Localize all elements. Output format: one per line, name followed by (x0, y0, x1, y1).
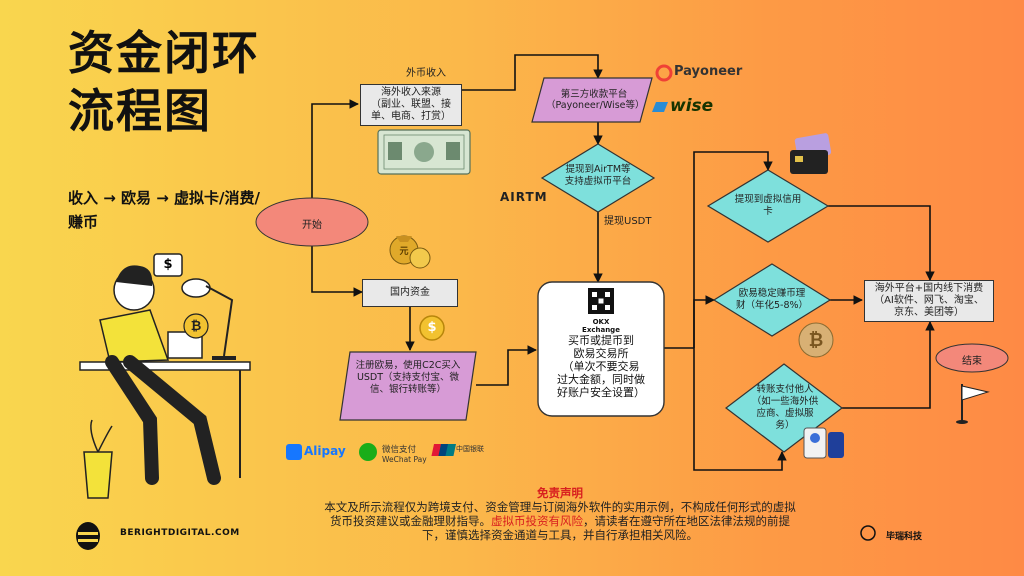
wechat-pay-icon (359, 443, 377, 461)
coin-yuan-glyph: 元 (399, 247, 409, 257)
disclaimer-line-2: 货币投资建议或金融理财指导。虚拟币投资有风险，请读者在遵守所在地区法律法规的前提 (280, 514, 840, 528)
wise-label: wise (670, 96, 714, 116)
withdraw-usdt-label: 提现USDT (604, 216, 652, 227)
disclaimer-line-3: 下，谨慎选择资金通道与工具，并自行承担相关风险。 (422, 528, 698, 542)
edge-to-transfer (693, 348, 787, 471)
unionpay-icon (431, 444, 456, 456)
disclaimer-heading: 免责声明 (537, 486, 583, 500)
transfer-people-icon (803, 427, 844, 459)
edge-start-income (311, 99, 359, 210)
bitcoin-coin-icon (798, 322, 834, 358)
subtitle: 收入 → 欧易 → 虚拟卡/消费/赚币 (68, 189, 260, 231)
edge-to-virtualcard (693, 151, 773, 348)
start-oval (255, 197, 369, 247)
title-line-1: 资金闭环 (68, 26, 260, 80)
spend-box: 海外平台+国内线下消费 （AI软件、网飞、淘宝、京东、美团等） (864, 280, 994, 322)
desk-bitcoin-glyph: ₿ (190, 319, 202, 334)
stable-earn-label: 欧易稳定赚币理 财（年化5-8%） (735, 288, 809, 311)
disclaimer-line-2c: ，请读者在遵守所在地区法律法规的前提 (583, 514, 790, 528)
edge-register-exchange (476, 345, 537, 386)
third-party-label: 第三方收款平台 （Payoneer/Wise等） (546, 89, 645, 111)
exchange-label: 买币或提币到 欧易交易所 （单次不要交易 过大金额，同时做 好账户安全设置） (557, 334, 645, 399)
overseas-income-box: 海外收入来源 （副业、联盟、接单、电商、打赏） (360, 84, 462, 126)
okx-exchange-label: OKX Exchange (582, 318, 620, 334)
disclaimer-line-2a: 货币投资建议或金融理财指导。 (330, 514, 491, 528)
end-label: 结束 (962, 356, 982, 367)
site-url: BERIGHTDIGITAL.COM (120, 528, 240, 538)
foreign-income-label: 外币收入 (406, 68, 446, 79)
edge-transfer-spend (842, 321, 935, 409)
end-oval (935, 343, 1009, 373)
withdraw-airtm-label: 提现到AirTM等 支持虚拟币平台 (564, 164, 632, 187)
edge-card-spend (828, 205, 935, 281)
alipay-icon (286, 444, 302, 460)
exchange-box (537, 281, 665, 417)
unionpay-label: 中国银联 (456, 445, 484, 453)
page-title: 资金闭环 流程图 (68, 24, 260, 140)
dollar-coin-icon (419, 315, 445, 341)
okx-logo-icon (588, 288, 614, 314)
payoneer-icon (655, 64, 673, 82)
virtual-card-label: 提现到虚拟信用 卡 (734, 194, 802, 217)
edge-income-thirdparty (462, 54, 603, 91)
edge-start-domestic (311, 236, 363, 297)
stable-bitcoin-glyph: ₿ (808, 330, 824, 351)
coin-bag-icon (389, 235, 431, 269)
transfer-pay-label: 转账支付他人 （如一些海外供 应商、虚拟服 务） (751, 384, 819, 431)
stable-earn-diamond (712, 263, 832, 337)
risk-warning: 虚拟币投资有风险 (491, 514, 583, 528)
payoneer-label: Payoneer (674, 64, 743, 79)
disclaimer-line-1: 本文及所示流程仅为跨境支付、资金管理与订阅海外软件的实用示例，不构成任何形式的虚… (324, 500, 796, 514)
airtm-diamond (540, 143, 656, 213)
third-party-shape (531, 77, 653, 123)
wise-icon (652, 102, 668, 112)
credit-card-icon (790, 133, 832, 174)
person-desk-illustration (79, 253, 251, 499)
start-label: 开始 (302, 220, 322, 231)
wechat-pay-cn-label: 微信支付 (382, 445, 417, 455)
register-okx-shape (339, 351, 477, 421)
copyright-icon (860, 525, 876, 541)
edge-to-stable (693, 295, 715, 348)
banknote-icon (377, 129, 471, 175)
copyright-name: 毕瑞科技 (886, 532, 923, 542)
end-flag-icon (956, 384, 990, 424)
alipay-label: Alipay (304, 444, 346, 458)
bee-logo-icon (76, 522, 100, 550)
coin-dollar-glyph: $ (427, 320, 437, 335)
domestic-funds-box: 国内资金 (362, 279, 458, 307)
airtm-label: AIRTM (500, 190, 548, 204)
speech-dollar-glyph: $ (163, 257, 173, 272)
virtual-card-diamond (706, 169, 830, 243)
disclaimer: 免责声明 本文及所示流程仅为跨境支付、资金管理与订阅海外软件的实用示例，不构成任… (280, 486, 840, 542)
wechat-pay-en-label: WeChat Pay (382, 455, 427, 464)
register-okx-label: 注册欧易，使用C2C买入USDT（支持支付宝、微信、银行转账等） (355, 360, 461, 395)
title-line-2: 流程图 (68, 84, 212, 138)
